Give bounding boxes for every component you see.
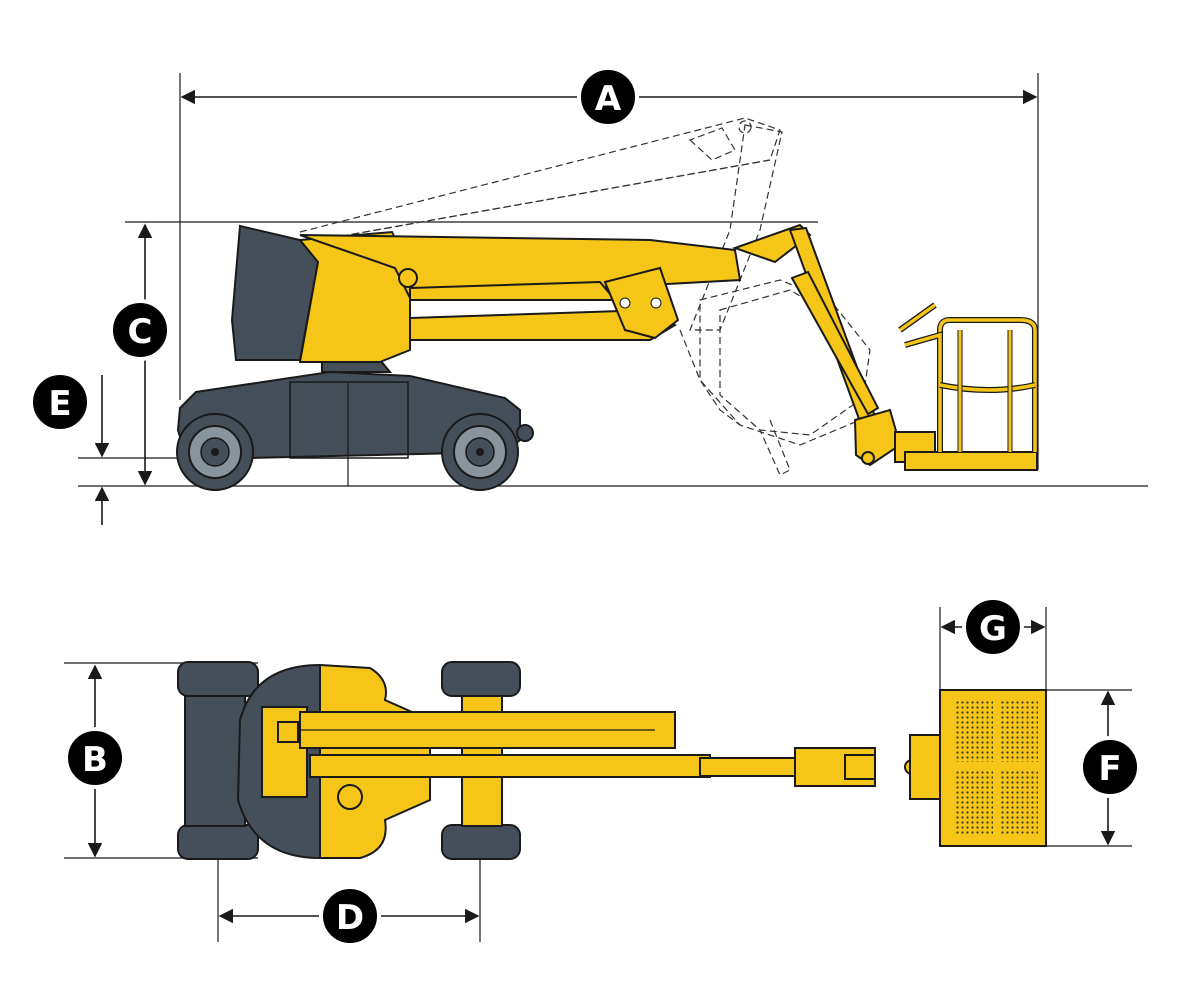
label-b: B	[64, 727, 126, 789]
top-wheel-rear-left	[177, 661, 259, 697]
label-e-text: E	[48, 384, 71, 424]
knuckle-pin	[619, 297, 631, 309]
label-f-text: F	[1098, 749, 1121, 789]
label-c: C	[109, 299, 171, 361]
boom-knuckle	[603, 266, 680, 340]
top-wheel-front-left	[441, 661, 521, 697]
label-f: F	[1079, 736, 1141, 798]
platform-basket	[894, 302, 1038, 471]
label-g: G	[962, 596, 1024, 658]
label-a: A	[577, 66, 639, 128]
top-slew-gear	[337, 784, 363, 810]
rear-wheel	[176, 413, 254, 491]
boom-pivot-pin	[398, 268, 418, 288]
top-lower-boom	[309, 754, 711, 778]
label-a-text: A	[595, 79, 622, 119]
top-rear-axle	[184, 695, 246, 827]
label-c-text: C	[128, 312, 153, 352]
top-jib	[699, 757, 801, 777]
side-view	[78, 73, 1148, 525]
label-b-text: B	[82, 740, 108, 780]
label-e: E	[29, 371, 91, 433]
top-platform-basket	[909, 689, 1047, 847]
top-rotator	[844, 754, 876, 780]
jib-pin	[861, 451, 875, 465]
label-d-text: D	[336, 898, 364, 938]
front-wheel	[441, 413, 519, 491]
knuckle-pin-2	[650, 297, 662, 309]
top-wheel-front-right	[441, 824, 521, 860]
top-wheel-rear-right	[177, 824, 259, 860]
label-d: D	[319, 885, 381, 947]
chassis-center-block	[289, 381, 409, 459]
jib-lower-link	[790, 270, 880, 416]
tow-hitch	[516, 424, 534, 442]
label-g-text: G	[979, 609, 1007, 649]
top-control-box	[277, 721, 299, 743]
top-view	[64, 607, 1132, 942]
